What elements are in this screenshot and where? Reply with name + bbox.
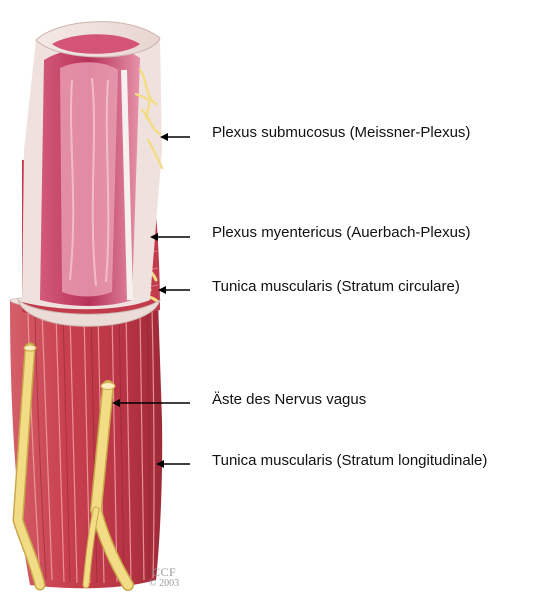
label-nervus-vagus: Äste des Nervus vagus: [212, 391, 366, 409]
copyright-credit: CCF © 2003: [149, 566, 179, 590]
stratum-longitudinale-layer: [10, 295, 162, 588]
label-plexus-myentericus: Plexus myentericus (Auerbach-Plexus): [212, 224, 470, 242]
credit-year: © 2003: [149, 578, 179, 590]
label-stratum-longitudinale: Tunica muscularis (Stratum longitudinale…: [212, 452, 487, 470]
credit-org: CCF: [149, 566, 179, 578]
mucosa-layer: [22, 22, 162, 310]
label-plexus-submucosus: Plexus submucosus (Meissner-Plexus): [212, 124, 470, 142]
label-stratum-circulare: Tunica muscularis (Stratum circulare): [212, 278, 460, 296]
